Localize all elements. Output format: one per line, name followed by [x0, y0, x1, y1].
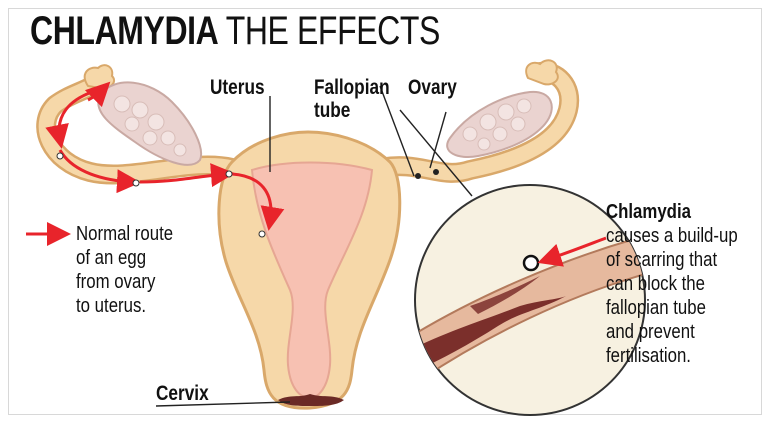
description-line: fallopian tube	[606, 296, 738, 320]
label-fallopian-tube-line1: Fallopian	[314, 76, 390, 99]
legend-line: of an egg	[76, 246, 173, 270]
description-line: and prevent	[606, 320, 738, 344]
legend-line: from ovary	[76, 270, 173, 294]
label-fallopian-tube-line2: tube	[314, 99, 350, 122]
description-line: causes a build-up	[606, 224, 738, 248]
label-uterus: Uterus	[210, 76, 265, 99]
right-fimbriae	[526, 60, 558, 84]
description-line: can block the	[606, 272, 738, 296]
description-line: fertilisation.	[606, 344, 738, 368]
chlamydia-description: Chlamydia causes a build-up of scarring …	[606, 200, 738, 368]
legend-line: to uterus.	[76, 294, 173, 318]
description-heading: Chlamydia	[606, 200, 738, 224]
legend-line: Normal route	[76, 222, 173, 246]
label-ovary: Ovary	[408, 76, 457, 99]
left-fimbriae	[85, 65, 114, 88]
left-ovary	[98, 82, 201, 164]
label-cervix: Cervix	[156, 382, 209, 405]
description-line: of scarring that	[606, 248, 738, 272]
blocked-egg	[524, 256, 538, 270]
legend-text: Normal route of an egg from ovary to ute…	[76, 222, 173, 318]
